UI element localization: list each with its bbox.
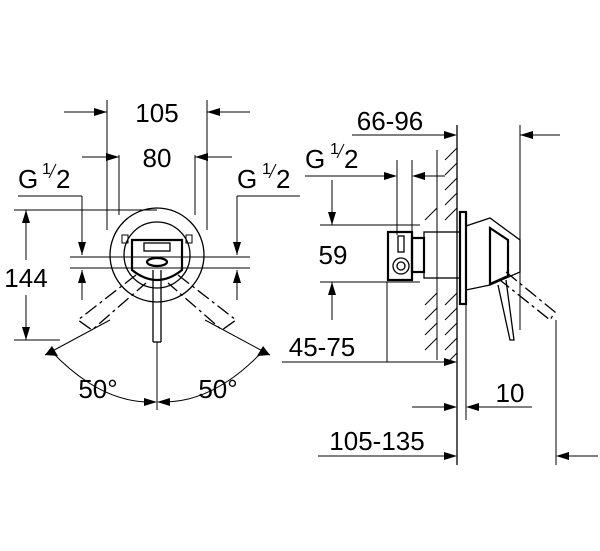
inlet-port [392, 257, 410, 275]
side-thread-num: 1 [330, 141, 339, 158]
angle-right-label: 50° [198, 374, 237, 404]
side-thread-den: 2 [344, 144, 358, 174]
valve-body [123, 221, 191, 289]
thread-right-num: 1 [262, 161, 271, 178]
escutcheon-plate [109, 207, 205, 303]
total-range-label: 105-135 [329, 426, 424, 456]
thread-left-num: 1 [42, 161, 51, 178]
front-view: 105 80 G 1 2 G 1 2 [4, 98, 300, 410]
width-outer-label: 105 [135, 98, 178, 128]
valve-body-side [386, 210, 556, 341]
install-range-label: 45-75 [289, 332, 356, 362]
lever-side-swing [499, 271, 556, 321]
side-height-label: 59 [319, 240, 348, 270]
angle-left-label: 50° [78, 374, 117, 404]
escutcheon-side [458, 210, 468, 306]
thread-right-den: 2 [276, 164, 290, 194]
handle-side [465, 217, 521, 291]
thread-left-den: 2 [56, 164, 70, 194]
thread-right-base: G [237, 164, 257, 194]
thread-left-base: G [18, 164, 38, 194]
handle-slot [143, 242, 171, 252]
height-label: 144 [4, 263, 47, 293]
width-inner-label: 80 [143, 143, 172, 173]
wall-hatching [424, 147, 458, 366]
side-view: 66-96 G 1 2 59 [282, 106, 598, 465]
offset-label: 10 [496, 378, 525, 408]
handle-pivot [145, 256, 169, 268]
lever-swing-left [76, 274, 147, 331]
depth-range-label: 66-96 [357, 106, 424, 136]
lever-swing-right [167, 274, 238, 331]
handle-base [130, 238, 184, 282]
lever-side [497, 279, 515, 341]
side-thread-base: G [305, 144, 325, 174]
